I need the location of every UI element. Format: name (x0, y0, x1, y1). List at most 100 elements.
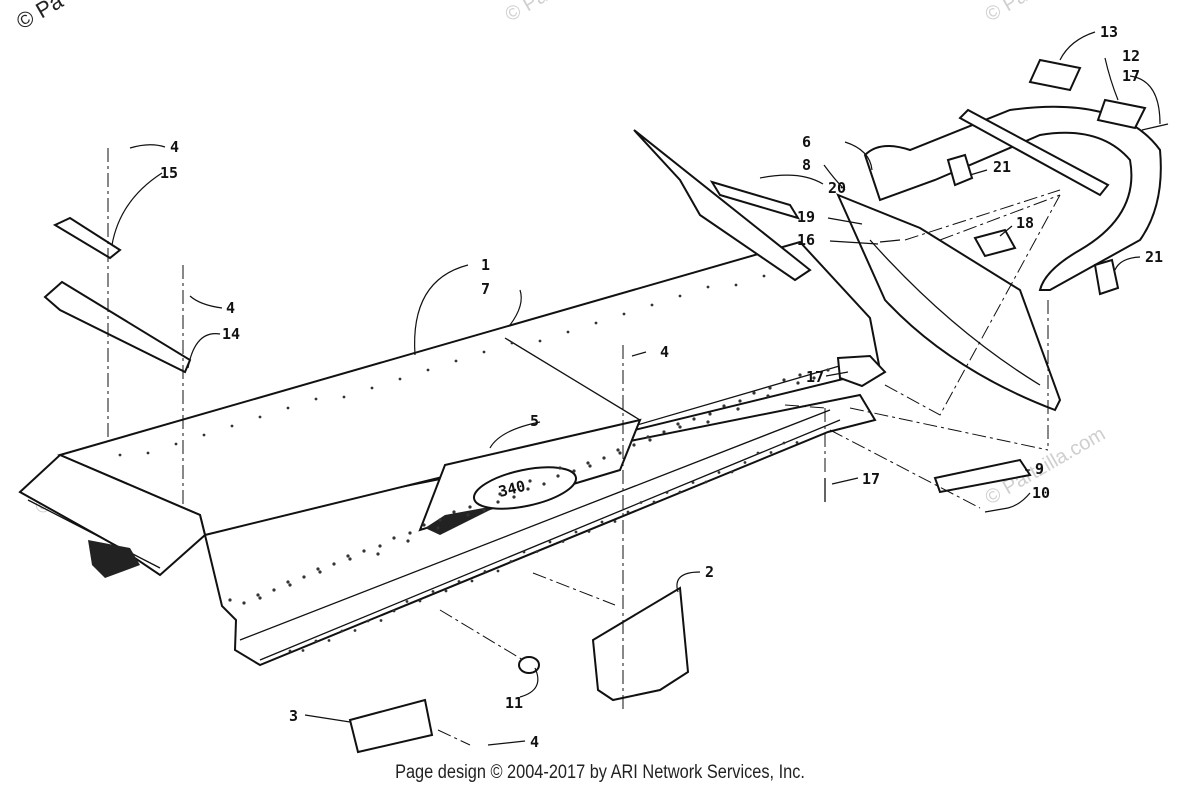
rivet-dot (332, 562, 336, 566)
rivet-dot (812, 376, 816, 380)
part-15-strap (52, 216, 122, 260)
rivet-dot (288, 649, 292, 653)
part-16-nut (879, 239, 901, 243)
rivet-dot (594, 321, 598, 325)
rivet-dot (483, 570, 487, 573)
rivet-dot (301, 649, 305, 652)
callout-17-lower: 17 (862, 470, 880, 488)
rivet-dot (348, 557, 352, 561)
rivet-dot (242, 601, 246, 605)
watermark-corner: © Pa (12, 0, 68, 34)
part-2-bracket (591, 586, 690, 702)
callout-4-top: 4 (170, 138, 179, 156)
rivet-dot (457, 580, 461, 583)
rivet-dot (588, 464, 592, 468)
rivet-dot (405, 600, 409, 603)
rivet-dot (286, 406, 290, 410)
callout-2: 2 (705, 563, 714, 581)
rivet-dot (526, 487, 530, 491)
rivet-dot (288, 583, 292, 587)
rivet-dot (632, 443, 636, 447)
rivet-dot (498, 492, 502, 496)
rivet-dot (558, 466, 562, 470)
rivet-dot (509, 560, 513, 563)
callout-7: 7 (481, 280, 490, 298)
callout-21-lower: 21 (1145, 248, 1163, 266)
rivet-dot (602, 456, 606, 460)
rivet-dot (662, 430, 666, 434)
rivet-dot (408, 531, 412, 535)
rivet-dot (616, 448, 620, 452)
rivet-dot (431, 590, 435, 593)
rivet-dot (566, 330, 570, 334)
rivet-dot (318, 570, 322, 574)
rivet-dot (468, 505, 472, 509)
rivet-dot (650, 303, 654, 307)
rivet-dot (613, 520, 617, 523)
rivet-dot (426, 368, 430, 372)
rivet-dot (762, 274, 766, 278)
rivet-dot (398, 377, 402, 381)
part-21-clip-lower (1093, 258, 1120, 296)
callout-20: 20 (828, 179, 846, 197)
rivet-dot (769, 451, 773, 454)
callouts: 4 15 4 14 1 7 4 5 6 8 20 19 16 13 12 17 … (160, 23, 1163, 751)
callout-16: 16 (797, 231, 815, 249)
rivet-dot (796, 381, 800, 385)
rivet-dot (376, 552, 380, 556)
rivet-dot (406, 539, 410, 543)
rivet-dot (587, 530, 591, 533)
rivet-dot (826, 368, 830, 372)
rivet-dot (370, 386, 374, 390)
rivet-dot (782, 378, 786, 382)
rivet-dot (676, 422, 680, 426)
rivet-dot (258, 415, 262, 419)
rivet-dot (730, 470, 734, 474)
rivet-dot (646, 435, 650, 439)
rivet-dot (392, 609, 396, 613)
rivet-dot (626, 510, 630, 514)
rivet-dot (766, 394, 770, 398)
watermark-top-right: © Partzilla.com (982, 0, 1110, 26)
callout-8: 8 (802, 156, 811, 174)
rivet-dot (738, 399, 742, 403)
rivet-dot (340, 629, 344, 633)
rivet-dot (561, 540, 565, 543)
rivet-dot (768, 386, 772, 390)
callout-6: 6 (802, 133, 811, 151)
rivet-dot (528, 479, 532, 483)
rivet-dot (652, 500, 656, 504)
rivet-dot (272, 588, 276, 592)
rivet-dot (512, 495, 516, 499)
callout-13: 13 (1100, 23, 1118, 41)
callout-5: 5 (530, 412, 539, 430)
rivet-dot (691, 481, 695, 484)
rivet-dots (118, 265, 830, 653)
rivet-dot (346, 554, 350, 558)
part-10-screw (984, 507, 1009, 513)
rivet-dot (146, 451, 150, 455)
rivet-dot (795, 441, 799, 444)
callout-10: 10 (1032, 484, 1050, 502)
callout-21-upper: 21 (993, 158, 1011, 176)
callout-11: 11 (505, 694, 523, 712)
rivet-dot (444, 589, 448, 593)
rivet-dot (678, 425, 682, 429)
rivet-dot (708, 412, 712, 416)
rivet-dot (258, 596, 262, 600)
callout-14: 14 (222, 325, 240, 343)
callout-4-bottom: 4 (530, 733, 539, 751)
rivet-dot (392, 536, 396, 540)
callout-15: 15 (160, 164, 178, 182)
callout-18: 18 (1016, 214, 1034, 232)
rivet-dot (743, 461, 747, 464)
part-20-decal (633, 129, 812, 282)
rivet-dot (756, 451, 760, 455)
rivet-dot (327, 639, 331, 642)
callout-17-knob: 17 (806, 368, 824, 386)
rivet-dot (522, 550, 526, 554)
rivet-dot (286, 580, 290, 584)
rivet-dot (704, 480, 708, 484)
rivet-dot (436, 526, 440, 530)
